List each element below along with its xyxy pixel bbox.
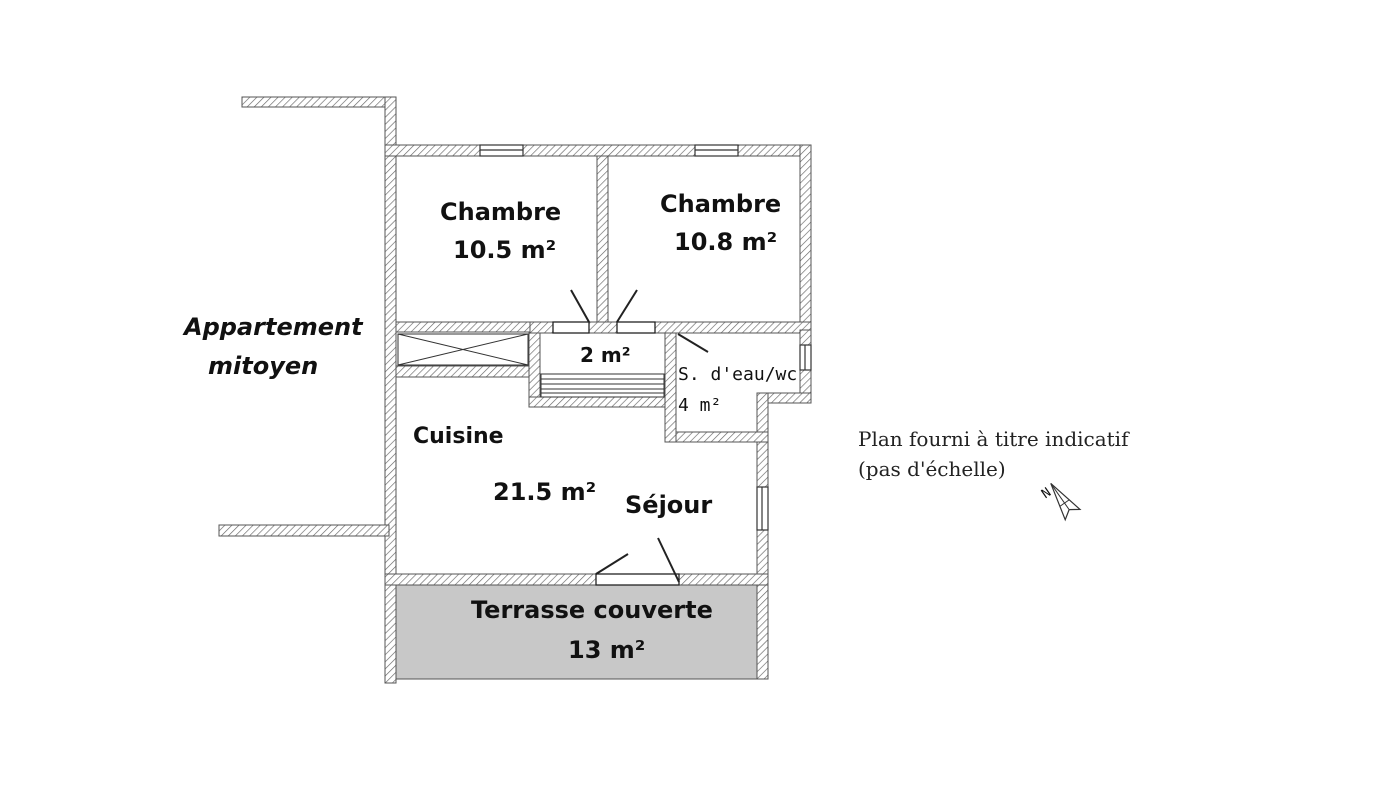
living-name: Séjour (625, 491, 712, 519)
disclaimer-line-2: (pas d'échelle) (858, 457, 1006, 481)
disclaimer-note: Plan fourni à titre indicatif (pas d'éch… (858, 424, 1128, 484)
bedroom-1-name: Chambre (440, 198, 561, 226)
bathroom-area: 4 m² (678, 395, 721, 416)
terrace-area-label: 13 m² (568, 636, 645, 664)
compass-north-label: N (1039, 485, 1054, 502)
terrace-name: Terrasse couverte (471, 596, 713, 624)
storage-closet (397, 333, 529, 366)
hallway-area: 2 m² (580, 343, 630, 367)
stairs (540, 373, 665, 398)
disclaimer-line-1: Plan fourni à titre indicatif (858, 427, 1129, 451)
bedroom-1-area: 10.5 m² (453, 236, 556, 264)
neighbor-label-line2: mitoyen (208, 352, 318, 380)
living-area: 21.5 m² (493, 478, 596, 506)
compass-icon (1050, 482, 1082, 522)
windows (479, 144, 812, 531)
walls (218, 96, 812, 684)
terrace-area (395, 584, 769, 680)
neighbor-label-line1: Appartement (182, 313, 364, 341)
bedroom-2-name: Chambre (660, 190, 781, 218)
bathroom-name: S. d'eau/wc (678, 364, 797, 385)
doors (552, 289, 709, 586)
bedroom-2-area: 10.8 m² (674, 228, 777, 256)
kitchen-name: Cuisine (413, 424, 504, 449)
